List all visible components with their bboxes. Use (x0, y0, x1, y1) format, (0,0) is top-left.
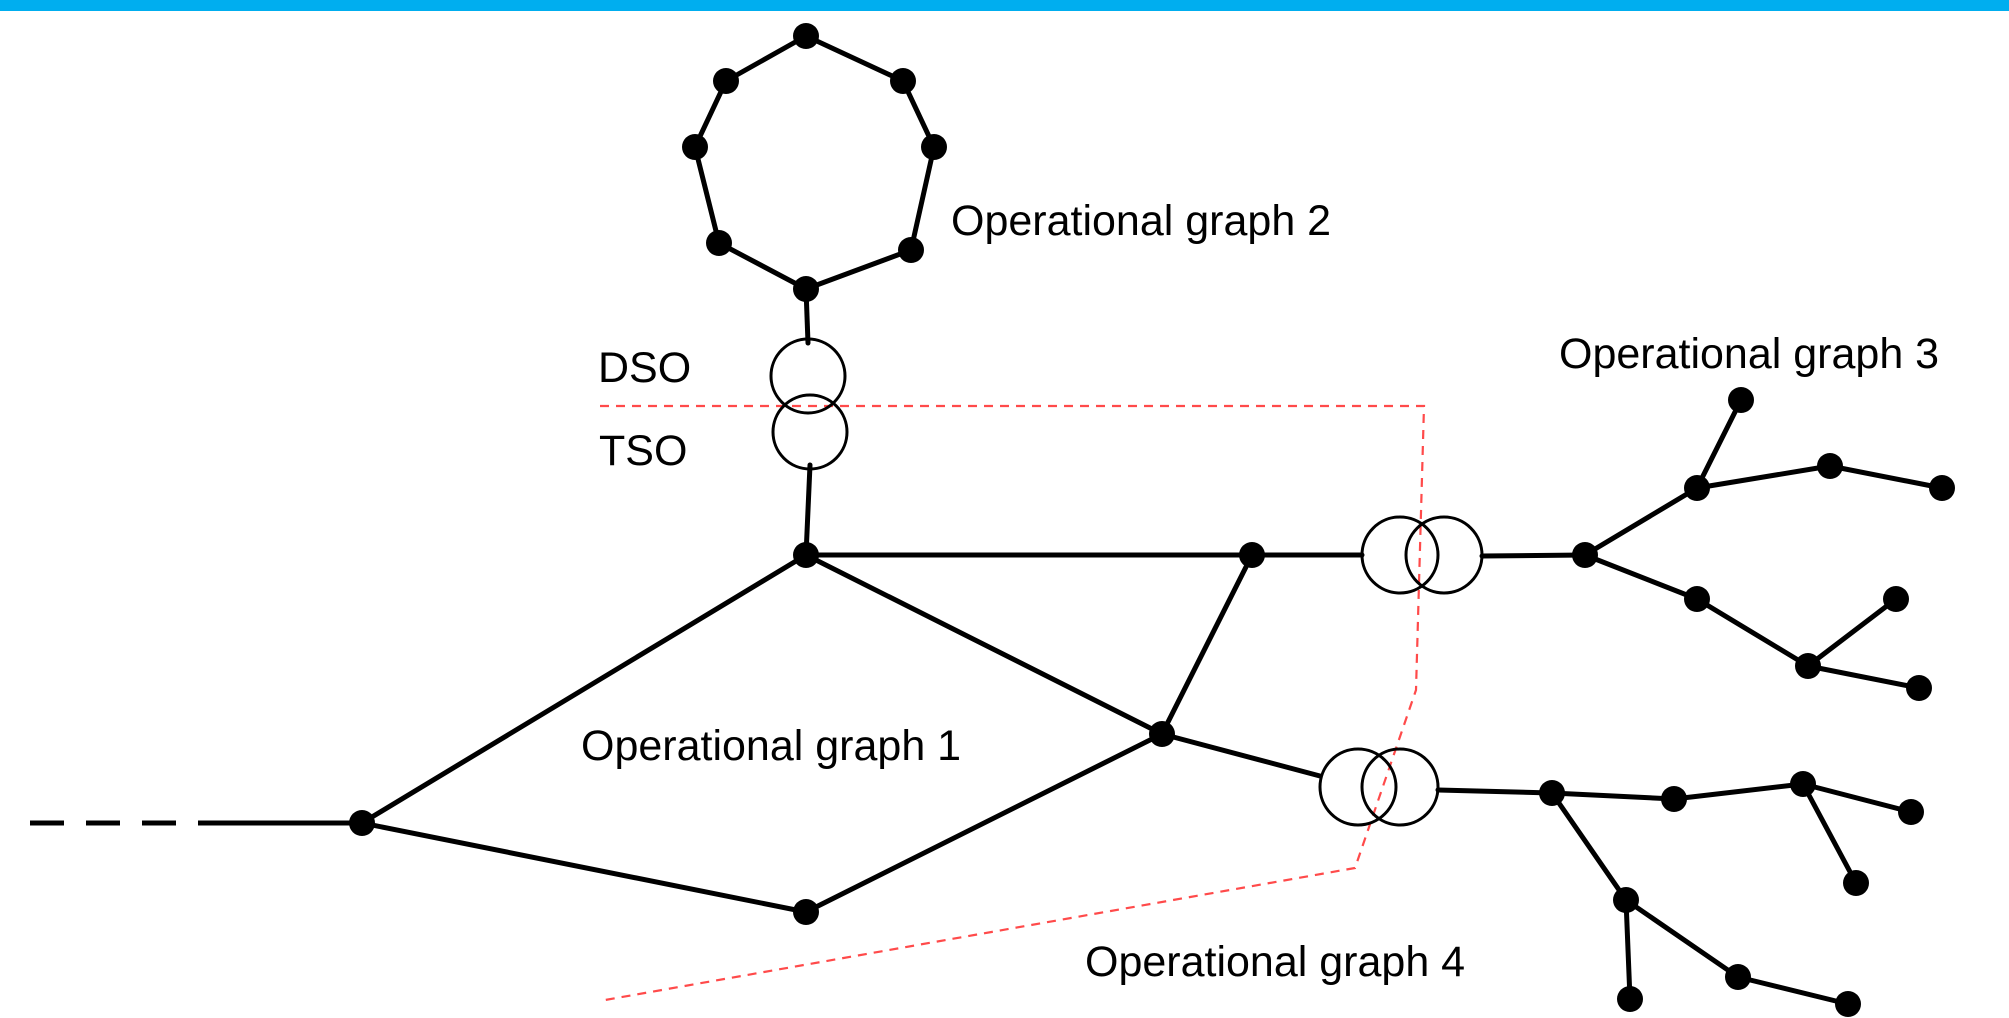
node (890, 68, 916, 94)
edge (359, 820, 809, 915)
edge (1694, 397, 1744, 491)
edge (803, 731, 1165, 915)
node (1728, 387, 1754, 413)
node (1613, 887, 1639, 913)
edge (1159, 552, 1255, 737)
edge (1694, 463, 1833, 491)
label-operational-graph-1: Operational graph 1 (581, 722, 961, 770)
node (793, 23, 819, 49)
label-dso: DSO (598, 344, 691, 392)
edge (1735, 974, 1851, 1007)
dso-tso-boundary (600, 404, 1426, 1002)
label-operational-graph-3: Operational graph 3 (1559, 330, 1939, 378)
node (921, 134, 947, 160)
node (1898, 799, 1924, 825)
edge (1827, 463, 1945, 491)
transformer-graph-4 (1318, 747, 1440, 827)
operational-graph-1 (359, 462, 1365, 915)
edge (1582, 552, 1700, 602)
edge (1159, 731, 1323, 779)
edge (1549, 790, 1629, 903)
node (1790, 771, 1816, 797)
node (349, 810, 375, 836)
node (1817, 453, 1843, 479)
operational-graph-4 (1435, 781, 1914, 1007)
node (1835, 991, 1861, 1017)
edge (1549, 790, 1677, 802)
label-operational-graph-4: Operational graph 4 (1085, 938, 1465, 986)
edge (1694, 596, 1811, 669)
node (1661, 786, 1687, 812)
node (898, 237, 924, 263)
node (1239, 542, 1265, 568)
node (793, 899, 819, 925)
edge (1805, 663, 1922, 691)
node (1539, 780, 1565, 806)
edge (803, 552, 1165, 737)
transformer-graph-3 (1360, 515, 1484, 595)
edge (359, 552, 809, 826)
nodes (349, 23, 1955, 1017)
edge (1582, 485, 1700, 558)
node (1906, 675, 1932, 701)
top-accent-bar (0, 0, 2009, 11)
node (706, 230, 732, 256)
node (1725, 964, 1751, 990)
edge (1479, 552, 1588, 559)
node (1617, 986, 1643, 1012)
edge (1435, 787, 1555, 796)
edge (1805, 596, 1899, 669)
edge (1623, 897, 1741, 980)
node (1149, 721, 1175, 747)
node (1684, 475, 1710, 501)
operational-graph-3 (1479, 397, 1945, 691)
node (793, 276, 819, 302)
node (1684, 586, 1710, 612)
node (793, 542, 819, 568)
node (1929, 475, 1955, 501)
node (1795, 653, 1821, 679)
edge (1800, 781, 1859, 886)
edge (1800, 781, 1914, 815)
edge (1623, 897, 1633, 1002)
node (713, 68, 739, 94)
node (682, 134, 708, 160)
transformer-tso-dso (769, 337, 849, 471)
node (1883, 586, 1909, 612)
edge (803, 462, 813, 558)
label-operational-graph-2: Operational graph 2 (951, 197, 1331, 245)
edge (1671, 781, 1806, 802)
node (1843, 870, 1869, 896)
label-tso: TSO (599, 427, 687, 475)
node (1572, 542, 1598, 568)
